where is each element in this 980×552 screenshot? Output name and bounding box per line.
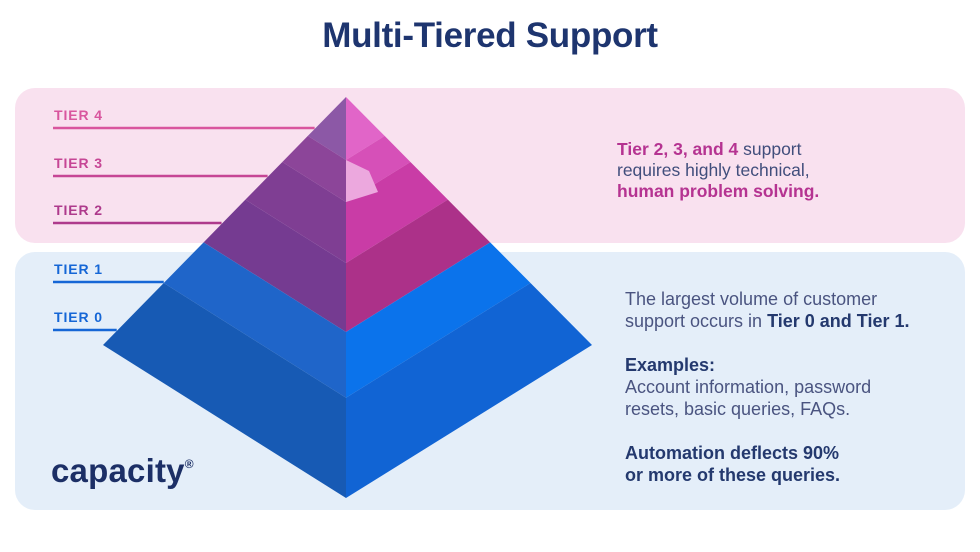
automation-line-1: Automation deflects 90% [625, 442, 909, 464]
upper-tiers-note-line-1-rest: support [738, 139, 802, 159]
examples-label-strong: Examples: [625, 355, 716, 375]
capacity-logo: capacity® [51, 452, 194, 490]
upper-tiers-note-line-1: Tier 2, 3, and 4 support [617, 139, 819, 160]
page-title: Multi-Tiered Support [322, 16, 658, 55]
pyramid-tier-1-right-face [346, 242, 531, 398]
tier-label-2: TIER 2 [54, 202, 103, 218]
tier-label-1: TIER 1 [54, 261, 103, 277]
examples-line-1: Account information, password [625, 377, 872, 397]
pink-background-band [15, 88, 965, 243]
lower-tiers-note: The largest volume of customer support o… [625, 288, 909, 508]
volume-line-2: support occurs in Tier 0 and Tier 1. [625, 310, 909, 332]
upper-tiers-note: Tier 2, 3, and 4 support requires highly… [617, 139, 819, 202]
volume-strong-tiers: Tier 0 and Tier 1. [767, 311, 910, 331]
examples-line-2: resets, basic queries, FAQs. [625, 399, 851, 419]
tier-label-3: TIER 3 [54, 155, 103, 171]
registered-trademark-icon: ® [184, 457, 194, 471]
pyramid-tier-0-left-face [103, 283, 346, 498]
pyramid-tier-2-left-face [203, 199, 346, 332]
pyramid-tier-3-left-face [245, 161, 346, 264]
pyramid-tier-3-upper-step-left-face [282, 135, 346, 203]
capacity-logo-text: capacity [51, 452, 185, 489]
pyramid-tier-0-right-face [346, 283, 592, 498]
upper-tiers-note-line-3: human problem solving. [617, 181, 819, 202]
upper-tiers-note-strong-tiers: Tier 2, 3, and 4 [617, 139, 739, 159]
automation-line-2-strong: or more of these queries. [625, 465, 841, 485]
pyramid-step-glint [346, 160, 378, 202]
volume-line-2-start: support occurs in [625, 311, 768, 331]
pyramid-tier-4-right-face [346, 97, 385, 160]
upper-tiers-note-strong-human: human problem solving. [617, 181, 820, 201]
pyramid-tier-4-left-face [307, 97, 346, 160]
examples-paragraph: Examples: Account information, password … [625, 354, 909, 420]
pyramid-tier-2-right-face [346, 199, 491, 332]
automation-line-1-strong: Automation deflects 90% [625, 443, 840, 463]
tier-label-4: TIER 4 [54, 107, 103, 123]
upper-tiers-note-line-2: requires highly technical, [617, 160, 810, 180]
volume-line-1: The largest volume of customer [625, 289, 878, 309]
examples-label: Examples: [625, 354, 909, 376]
automation-line-2: or more of these queries. [625, 464, 909, 486]
volume-paragraph: The largest volume of customer support o… [625, 288, 909, 332]
pyramid-tier-1-left-face [163, 242, 346, 398]
tier-label-0: TIER 0 [54, 309, 103, 325]
automation-paragraph: Automation deflects 90% or more of these… [625, 442, 909, 486]
